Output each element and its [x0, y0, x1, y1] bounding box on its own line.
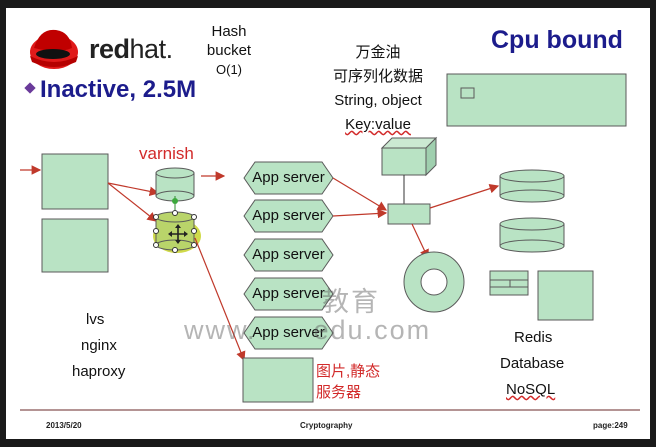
arrow-hub-ring [411, 223, 429, 260]
arrow-app-hub-1 [332, 177, 388, 211]
footer-topic: Cryptography [300, 421, 353, 430]
lb-box-bottom [41, 218, 109, 273]
arrow-lb-cache2 [107, 182, 157, 222]
slide-title: Cpu bound [491, 26, 623, 54]
app-server-hex-3 [243, 238, 334, 272]
cube-icon [380, 136, 438, 177]
app-server-hex-4 [243, 277, 334, 311]
database-cylinder-icon-1 [499, 169, 565, 203]
cpu-box [446, 73, 627, 127]
serialize-note-line3: String, object [334, 92, 422, 109]
static-server-label: 图片,静态 服务器 [316, 361, 380, 403]
slide: redhat. Hash bucket O(1) 万金油 可序列化数据 Stri… [6, 8, 650, 439]
serialize-note-line4: Key:value [345, 116, 411, 133]
lb-label-lvs: lvs [86, 311, 105, 328]
app-server-label-1: App server [252, 169, 325, 186]
redhat-logo-icon [30, 29, 78, 69]
app-server-hex-5 [243, 316, 334, 350]
table-icon [489, 270, 529, 296]
lb-label-nginx: nginx [81, 337, 117, 354]
varnish-label: varnish [139, 144, 194, 163]
app-server-label-5: App server [252, 324, 325, 341]
lb-box-top [41, 153, 109, 210]
hash-note-line3: O(1) [216, 62, 242, 77]
database-cylinder-icon-2 [499, 217, 565, 253]
static-server-label-line2: 服务器 [316, 384, 362, 401]
footer-date: 2013/5/20 [46, 421, 82, 430]
arrow-hub-db [429, 184, 500, 209]
hub-box [387, 203, 431, 225]
app-server-label-4: App server [252, 285, 325, 302]
arrow-lb-cache [107, 182, 160, 197]
static-server-box [242, 357, 314, 403]
lb-label-haproxy: haproxy [72, 363, 126, 380]
cpu-box-inner [460, 87, 475, 99]
watermark-line1: 教育 [322, 287, 380, 317]
serialize-note-line1: 万金油 [355, 44, 401, 61]
serialize-note: 万金油 可序列化数据 String, object Key:value [318, 41, 438, 137]
app-server-label-3: App server [252, 246, 325, 263]
selected-cache-icon[interactable] [153, 196, 201, 253]
static-server-label-line1: 图片,静态 [316, 363, 381, 380]
db-label-database: Database [500, 355, 565, 372]
serialize-note-line2: 可序列化数据 [332, 68, 423, 85]
hash-note-line1: Hash [211, 23, 247, 40]
footer-page: page:249 [593, 421, 628, 430]
slide-subtitle: Inactive, 2.5M [40, 76, 197, 103]
diagram-canvas [20, 29, 640, 411]
watermark-line2: www. edu.com [184, 315, 432, 345]
arrow-cache-static [194, 237, 246, 362]
db-label-nosql: NoSQL [506, 381, 556, 398]
hash-note-line2: bucket [206, 42, 252, 59]
hash-note: Hash bucket O(1) [202, 22, 256, 79]
storage-box [537, 270, 594, 321]
arrow-app-hub-2 [332, 208, 388, 219]
redhat-wordmark: redhat. [89, 34, 173, 64]
ring-storage-icon [403, 251, 465, 313]
app-server-group [243, 161, 334, 350]
app-server-label-2: App server [252, 207, 325, 224]
db-label-redis: Redis [514, 329, 553, 346]
